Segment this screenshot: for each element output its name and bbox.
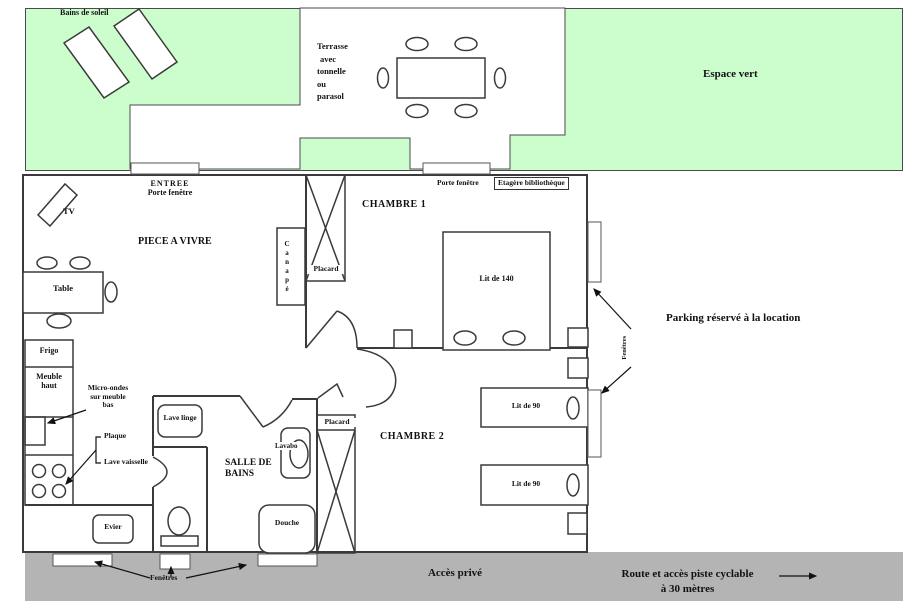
toilet bbox=[160, 506, 199, 547]
bedroom1-furniture bbox=[393, 231, 589, 351]
sink-label: Evier bbox=[104, 522, 122, 531]
tv-outline bbox=[36, 182, 79, 228]
terrace-label: Terrasse avec tonnelle ou parasol bbox=[317, 41, 348, 101]
upper-cabinet-label: Meuble haut bbox=[36, 372, 62, 391]
bed140-label: Lit de 140 bbox=[479, 274, 514, 283]
bedroom2-furniture bbox=[480, 357, 589, 535]
shower-outline bbox=[258, 504, 316, 554]
windows-bottom-label: Fenêtres bbox=[150, 573, 178, 582]
terrace-area bbox=[129, 7, 566, 170]
bedroom1-door-label: Porte fenêtre bbox=[437, 178, 479, 187]
bookshelf-label: Etagère bibliothèque bbox=[494, 177, 569, 190]
sofa-label: Canapé bbox=[283, 240, 292, 294]
washbasin-label: Lavabo bbox=[274, 442, 299, 451]
washing-machine-outline bbox=[157, 404, 203, 438]
bed90-bottom-label: Lit de 90 bbox=[511, 479, 541, 488]
sunbeds-label: Bains de soleil bbox=[60, 8, 109, 17]
closet1-label: Placard bbox=[308, 264, 344, 274]
terrace-table-set bbox=[376, 36, 507, 119]
bedroom2-label: CHAMBRE 2 bbox=[380, 431, 445, 442]
dining-table-set bbox=[22, 256, 118, 329]
living-room-label: PIECE A VIVRE bbox=[138, 236, 212, 247]
sink-outline bbox=[92, 514, 134, 544]
washing-machine-label: Lave linge bbox=[163, 413, 197, 422]
closet-bedroom2 bbox=[316, 414, 356, 554]
windows-right-label: Fenêtres bbox=[621, 335, 629, 360]
road-access-label: Route et accès piste cyclable à 30 mètre… bbox=[621, 568, 754, 595]
table-label: Table bbox=[52, 283, 73, 293]
sofa-outline bbox=[276, 227, 306, 306]
fridge-label: Frigo bbox=[39, 346, 59, 355]
private-access-label: Accès privé bbox=[427, 567, 483, 579]
bedroom1-label: CHAMBRE 1 bbox=[362, 199, 427, 210]
entrance-label: ENTREE Porte fenêtre bbox=[147, 179, 193, 198]
shower-label: Douche bbox=[274, 518, 300, 527]
hob-label: Plaque bbox=[104, 431, 127, 440]
door-swings bbox=[152, 310, 397, 488]
sun-loungers bbox=[62, 7, 179, 100]
green-space-label: Espace vert bbox=[703, 68, 758, 80]
microwave-label: Micro-ondes sur meuble bas bbox=[87, 383, 129, 410]
parking-label: Parking réservé à la location bbox=[666, 312, 801, 324]
annotation-arrows bbox=[46, 288, 818, 580]
bed90-top-label: Lit de 90 bbox=[511, 401, 541, 410]
closet-bedroom1 bbox=[305, 174, 346, 282]
bathroom-label: SALLE DE BAINS bbox=[225, 458, 272, 479]
closet2-label: Placard bbox=[318, 417, 356, 427]
washbasin bbox=[280, 427, 311, 479]
tv-label: TV bbox=[63, 206, 75, 216]
dishwasher-label: Lave vaisselle bbox=[104, 457, 148, 466]
